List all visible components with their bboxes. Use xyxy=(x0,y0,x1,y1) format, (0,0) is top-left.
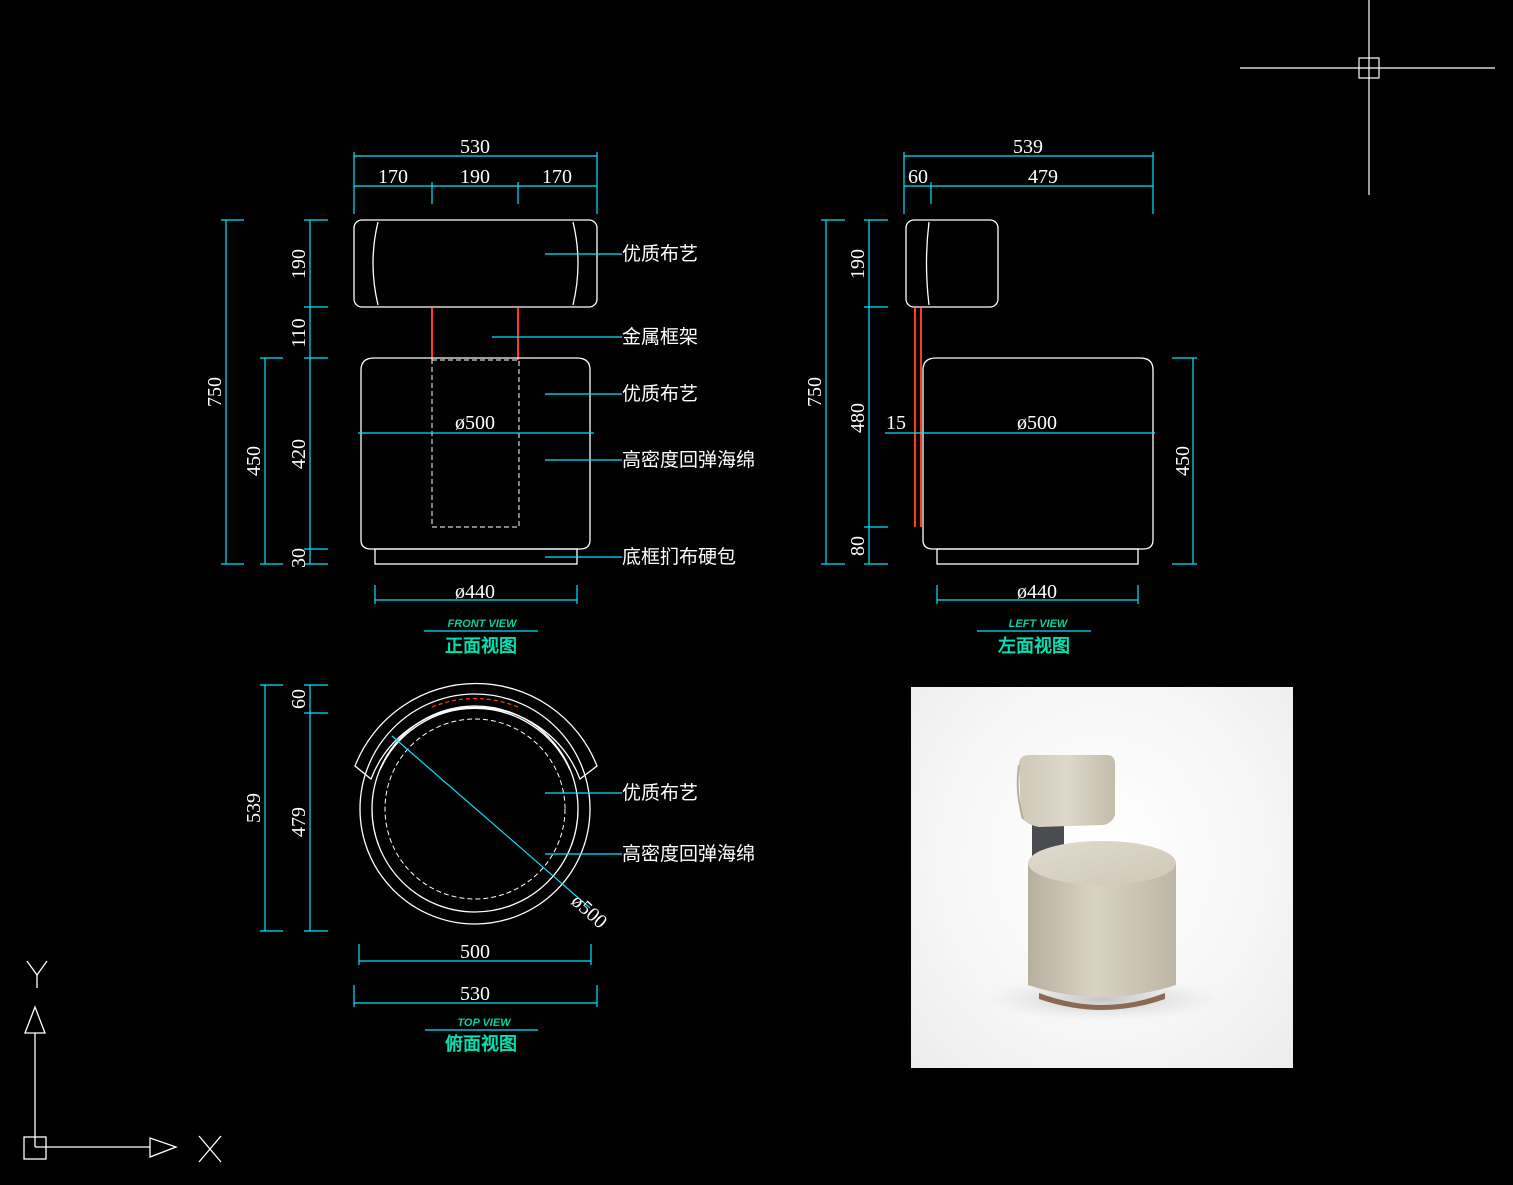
left-dim-60: 60 xyxy=(908,166,928,188)
front-view-title-en: FRONT VIEW xyxy=(447,618,518,630)
render-seat-body xyxy=(1028,863,1176,997)
top-view: 539 60 479 ø500 500 530 优质布艺 高密度回弹海绵 TOP… xyxy=(243,682,755,1055)
left-dim-480: 480 xyxy=(847,403,869,433)
front-dim-30: 30 xyxy=(288,548,310,568)
front-dim-seat-diameter: ø500 xyxy=(455,412,495,434)
top-label-foam: 高密度回弹海绵 xyxy=(622,843,755,865)
front-dim-530: 530 xyxy=(460,136,490,158)
left-dim-190: 190 xyxy=(847,249,869,279)
left-dim-450: 450 xyxy=(1172,446,1194,476)
front-dim-170-right: 170 xyxy=(542,166,572,188)
front-view-title-cn: 正面视图 xyxy=(445,635,517,657)
top-dimension-lines xyxy=(260,684,622,1031)
top-view-title-en: TOP VIEW xyxy=(457,1017,512,1029)
left-dim-80: 80 xyxy=(847,536,869,556)
front-dim-190: 190 xyxy=(288,249,310,279)
front-backrest xyxy=(353,219,598,308)
left-dim-539: 539 xyxy=(1013,136,1043,158)
front-seat xyxy=(360,357,591,565)
left-dimension-lines xyxy=(821,152,1197,632)
front-dimension-lines xyxy=(221,152,622,632)
front-dim-190-mid: 190 xyxy=(460,166,490,188)
chair-render-photo xyxy=(911,687,1293,1068)
top-label-fabric: 优质布艺 xyxy=(622,782,698,804)
left-seat xyxy=(922,357,1154,565)
front-dim-420: 420 xyxy=(288,439,310,469)
top-dim-539: 539 xyxy=(243,793,265,823)
top-dim-60: 60 xyxy=(288,689,310,709)
left-view-title-cn: 左面视图 xyxy=(998,635,1070,657)
front-dim-170-left: 170 xyxy=(378,166,408,188)
front-label-base-cover: 底框扪布硬包 xyxy=(622,546,736,568)
ucs-y-label xyxy=(26,960,48,977)
front-dim-450: 450 xyxy=(243,446,265,476)
top-view-title-cn: 俯面视图 xyxy=(445,1033,517,1055)
render-base xyxy=(1039,993,1165,1010)
left-dim-479: 479 xyxy=(1028,166,1058,188)
top-backrest-arc xyxy=(354,682,598,781)
front-label-foam: 高密度回弹海绵 xyxy=(622,449,755,471)
left-dim-seat-diameter: ø500 xyxy=(1017,412,1057,434)
left-dim-base-diameter: ø440 xyxy=(1017,581,1057,603)
top-dim-diag-diameter: ø500 xyxy=(567,890,611,933)
front-label-metal-frame: 金属框架 xyxy=(622,326,698,348)
front-metal-frame xyxy=(431,308,519,360)
left-dim-15: 15 xyxy=(886,412,906,434)
front-view: 530 170 190 170 750 450 190 110 420 30 ø… xyxy=(204,136,755,657)
render-seat-top xyxy=(1028,841,1176,885)
crosshair-cursor-icon xyxy=(1240,0,1495,195)
front-label-fabric-seat: 优质布艺 xyxy=(622,383,698,405)
top-seat-circles xyxy=(359,693,591,925)
front-dim-base-diameter: ø440 xyxy=(455,581,495,603)
left-view-title-en: LEFT VIEW xyxy=(1009,618,1069,630)
front-label-fabric-back: 优质布艺 xyxy=(622,243,698,265)
left-backrest xyxy=(905,219,999,308)
top-dim-479: 479 xyxy=(288,807,310,837)
left-view: 539 60 479 750 190 480 80 15 ø500 450 ø4… xyxy=(804,136,1197,657)
front-dim-750: 750 xyxy=(204,377,226,407)
front-dim-110: 110 xyxy=(288,318,310,347)
render-backrest xyxy=(1019,755,1115,827)
top-metal-frame xyxy=(431,697,519,708)
left-metal-frame xyxy=(914,308,922,527)
top-dim-500: 500 xyxy=(460,941,490,963)
left-dim-750: 750 xyxy=(804,377,826,407)
top-dim-530: 530 xyxy=(460,983,490,1005)
ucs-axis-icon xyxy=(23,960,222,1163)
